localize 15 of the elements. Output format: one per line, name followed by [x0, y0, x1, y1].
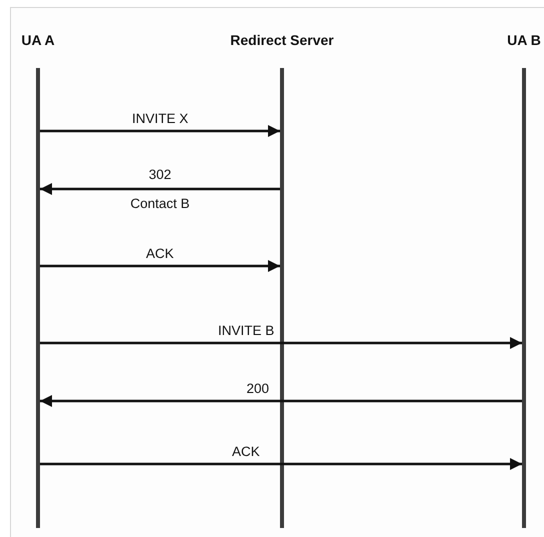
message-label: INVITE B — [218, 323, 274, 338]
message-label: ACK — [232, 444, 260, 459]
message-arrow — [40, 395, 522, 407]
message-arrow — [40, 260, 280, 272]
message-label: ACK — [146, 246, 174, 261]
message-label: INVITE X — [132, 111, 188, 126]
message-label: 200 — [246, 381, 270, 396]
message-label: 302 Contact B — [129, 166, 191, 213]
message-arrow — [40, 337, 522, 349]
message-arrow — [40, 458, 522, 470]
participant-label: UA B — [507, 32, 541, 48]
participant-label: UA A — [21, 32, 55, 48]
message-arrow — [40, 183, 280, 195]
message-arrow — [40, 125, 280, 137]
participant-label: Redirect Server — [230, 32, 334, 48]
